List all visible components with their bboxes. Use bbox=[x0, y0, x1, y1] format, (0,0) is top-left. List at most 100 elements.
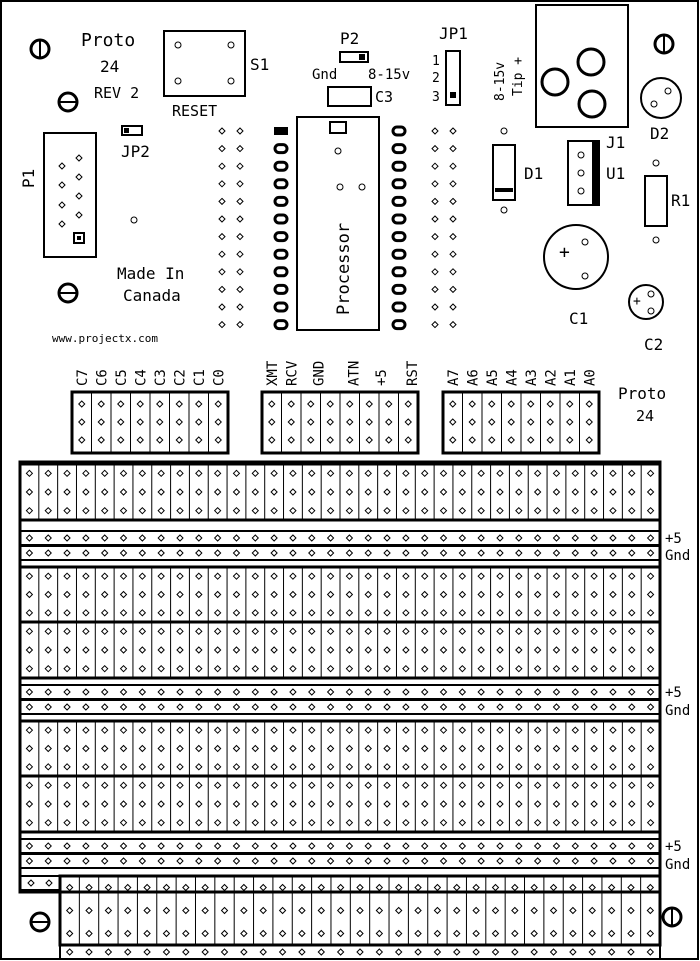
header-hole bbox=[136, 418, 144, 426]
breadboard-hole bbox=[104, 883, 113, 892]
breadboard-hole bbox=[251, 800, 260, 808]
breadboard-hole bbox=[477, 627, 485, 636]
breadboard-hole bbox=[278, 883, 287, 892]
breadboard-hole bbox=[496, 627, 504, 636]
rail-hole bbox=[496, 842, 504, 850]
rail-hole bbox=[213, 842, 222, 850]
proto-hole bbox=[449, 127, 457, 135]
header-hole bbox=[156, 436, 164, 444]
d2-pad bbox=[650, 100, 658, 108]
breadboard-hole bbox=[552, 800, 561, 808]
breadboard-hole bbox=[458, 627, 467, 636]
breadboard-hole bbox=[477, 726, 485, 734]
breadboard-hole bbox=[364, 609, 372, 617]
rail-hole bbox=[515, 549, 523, 557]
breadboard-hole bbox=[590, 664, 598, 673]
breadboard-hole bbox=[251, 609, 260, 617]
breadboard-hole bbox=[472, 883, 480, 892]
breadboard-hole bbox=[530, 906, 538, 915]
breadboard-hole bbox=[439, 488, 448, 496]
rail-hole bbox=[270, 534, 278, 542]
processor-pin bbox=[391, 301, 407, 313]
breadboard-hole bbox=[44, 572, 52, 580]
rail-hole bbox=[85, 948, 93, 956]
rail-hole bbox=[533, 534, 542, 542]
breadboard-hole bbox=[628, 590, 636, 599]
breadboard-hole bbox=[44, 744, 52, 753]
processor-pin bbox=[391, 266, 407, 278]
breadboard-hole bbox=[176, 781, 184, 790]
breadboard-hole bbox=[100, 627, 109, 636]
breadboard-hole bbox=[552, 572, 561, 580]
breadboard-hole bbox=[213, 590, 222, 599]
breadboard-hole bbox=[63, 506, 71, 515]
breadboard-hole bbox=[119, 590, 128, 599]
header-hole bbox=[488, 418, 496, 426]
breadboard-hole bbox=[609, 744, 617, 753]
rail-hole bbox=[176, 703, 184, 711]
rail-hole bbox=[44, 857, 52, 865]
header-hole bbox=[449, 418, 457, 426]
u1-label: U1 bbox=[606, 164, 625, 183]
d1-pad bbox=[500, 127, 508, 135]
breadboard-hole bbox=[472, 906, 480, 915]
breadboard-hole bbox=[646, 929, 655, 938]
breadboard-hole bbox=[345, 469, 354, 478]
breadboard-hole bbox=[533, 469, 542, 478]
breadboard-hole bbox=[472, 929, 480, 938]
p2-connector bbox=[339, 51, 369, 63]
header-hole bbox=[566, 400, 574, 408]
proto-hole bbox=[431, 232, 439, 241]
rail-hole bbox=[511, 948, 519, 956]
breadboard-hole bbox=[176, 627, 184, 636]
header-hole bbox=[404, 436, 412, 444]
header-hole bbox=[385, 400, 393, 408]
header-hole bbox=[326, 436, 334, 444]
header-hole bbox=[307, 418, 315, 426]
rail-hole bbox=[571, 703, 580, 711]
breadboard-hole bbox=[289, 646, 297, 654]
breadboard-hole bbox=[100, 609, 109, 617]
breadboard-hole bbox=[383, 609, 391, 617]
header-hole bbox=[268, 418, 276, 426]
rail-hole bbox=[364, 703, 372, 711]
breadboard-hole bbox=[439, 590, 448, 599]
breadboard-hole bbox=[25, 664, 34, 673]
breadboard-hole bbox=[270, 726, 278, 734]
breadboard-hole bbox=[609, 627, 617, 636]
header-pin-label: C1 bbox=[192, 369, 208, 386]
breadboard-hole bbox=[162, 883, 171, 892]
breadboard-hole bbox=[232, 781, 241, 790]
breadboard-hole bbox=[195, 609, 203, 617]
breadboard-hole bbox=[628, 744, 636, 753]
header-hole bbox=[566, 418, 574, 426]
proto-hole bbox=[449, 215, 457, 223]
breadboard-hole bbox=[326, 488, 335, 496]
rail-hole bbox=[439, 857, 448, 865]
breadboard-hole bbox=[201, 929, 209, 938]
breadboard-hole bbox=[414, 906, 422, 915]
breadboard-hole bbox=[364, 744, 372, 753]
rail-hole bbox=[82, 842, 90, 850]
c1-label: C1 bbox=[569, 309, 588, 328]
header-hole bbox=[585, 436, 593, 444]
rail-hole bbox=[345, 534, 354, 542]
rail-hole bbox=[420, 549, 429, 557]
p1-pad bbox=[58, 162, 66, 170]
rail-hole bbox=[458, 703, 467, 711]
breadboard-hole bbox=[439, 469, 448, 478]
breadboard-hole bbox=[646, 627, 655, 636]
proto-hole bbox=[218, 320, 226, 329]
breadboard-hole bbox=[232, 590, 241, 599]
rail-hole bbox=[590, 857, 598, 865]
processor-pin bbox=[391, 213, 407, 225]
breadboard-hole bbox=[628, 664, 636, 673]
breadboard-hole bbox=[119, 800, 128, 808]
rail-hole bbox=[251, 549, 260, 557]
breadboard-hole bbox=[646, 664, 655, 673]
breadboard-hole bbox=[646, 609, 655, 617]
rail-hole bbox=[552, 534, 561, 542]
breadboard-hole bbox=[308, 572, 316, 580]
breadboard-hole bbox=[533, 818, 542, 827]
breadboard-hole bbox=[44, 609, 52, 617]
